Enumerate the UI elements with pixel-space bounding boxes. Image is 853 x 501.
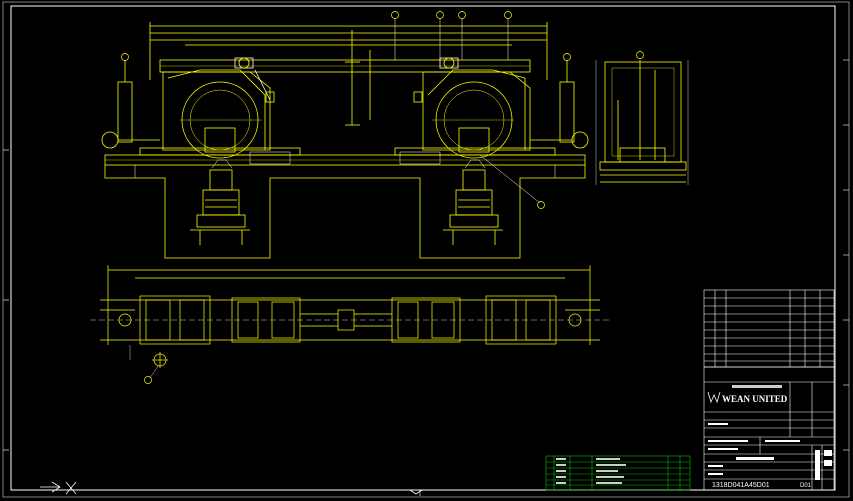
- plan-view: [90, 265, 610, 360]
- revision-table: [545, 455, 691, 491]
- title-block: [703, 366, 835, 491]
- company-logo-icon: [707, 391, 721, 404]
- parts-list-table: [703, 289, 835, 368]
- side-view: [595, 60, 689, 185]
- left-pedestal: [190, 169, 250, 245]
- right-pedestal: [443, 169, 503, 245]
- plan-crosshair-icon: [149, 352, 168, 379]
- company-name: WEAN UNITED: [722, 394, 788, 404]
- elevation-view: [101, 18, 589, 259]
- corner-arrow-icon: [40, 481, 423, 495]
- revision-table-text: [556, 458, 626, 484]
- elevation-details: [134, 151, 556, 178]
- drawing-number: 1318D041A45D01: [712, 482, 770, 489]
- item-balloons: [121, 11, 644, 384]
- border-ticks: [3, 59, 849, 496]
- sheet-index: D01: [800, 483, 812, 489]
- title-block-small-text: [708, 385, 832, 480]
